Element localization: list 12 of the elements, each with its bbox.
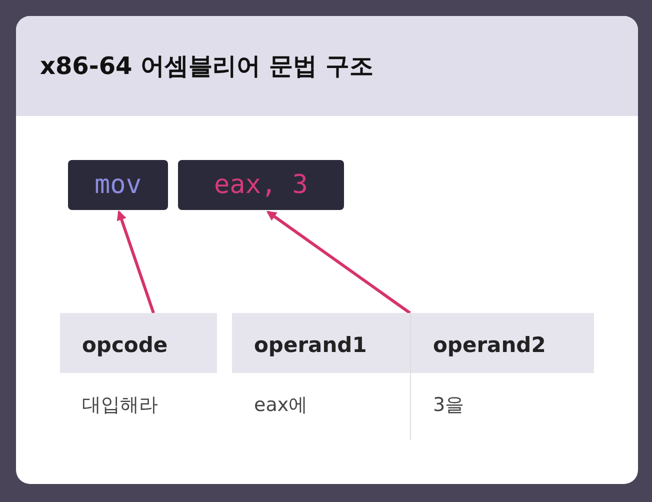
arrow	[116, 210, 155, 314]
header-cell: opcode	[60, 313, 217, 373]
code-token: eax, 3	[178, 160, 344, 210]
code-token: mov	[68, 160, 168, 210]
table-cell-text: 3을	[432, 393, 466, 418]
header-cell: operand2	[411, 313, 594, 373]
title: x86-64 어셈블리어 문법 구조	[40, 51, 374, 82]
header-cell: operand1	[232, 313, 410, 373]
table-column	[232, 313, 411, 440]
arrow	[266, 210, 411, 314]
table-cell-text: 대입해라	[81, 393, 159, 418]
table-cell-text: eax에	[253, 393, 309, 418]
